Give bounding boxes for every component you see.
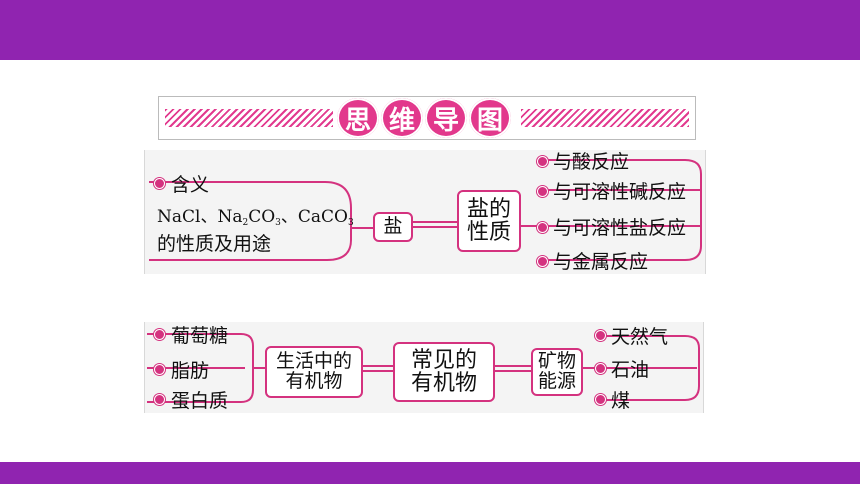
compound-text: NaCl — [157, 207, 201, 227]
node-line: 性质 — [466, 220, 511, 245]
item-petroleum: 石油 — [611, 359, 650, 381]
item-compounds: NaCl、Na2CO3、CaCO3 — [157, 202, 354, 228]
salt-mindmap: 含义 NaCl、Na2CO3、CaCO3 的性质及用途 盐 盐的 性质 与酸反应… — [144, 150, 706, 274]
item-coal: 煤 — [611, 390, 631, 412]
subscript: 3 — [275, 218, 281, 228]
salt-properties-node: 盐的 性质 — [457, 190, 521, 252]
bullet-dot — [154, 364, 165, 375]
mineral-energy-node: 矿物 能源 — [531, 348, 583, 396]
organic-mindmap: 葡萄糖 脂肪 蛋白质 生活中的 有机物 常见的 有机物 矿物 能源 天然气 石油… — [144, 322, 704, 413]
item-protein: 蛋白质 — [171, 390, 229, 412]
node-line: 有机物 — [410, 371, 477, 396]
bullet-dot — [154, 394, 165, 405]
subscript: 2 — [242, 218, 249, 228]
item-properties-uses: 的性质及用途 — [157, 233, 272, 255]
common-organic-node: 常见的 有机物 — [393, 342, 495, 402]
item-glucose: 葡萄糖 — [171, 325, 229, 347]
item-natural-gas: 天然气 — [611, 326, 669, 348]
node-line: 常见的 — [410, 347, 477, 373]
banner-stripes-right — [521, 109, 689, 127]
node-line: 有机物 — [285, 370, 343, 392]
title-char: 思 — [337, 98, 379, 138]
node-line: 盐的 — [466, 196, 511, 222]
top-band — [0, 0, 860, 60]
bullet-dot — [595, 330, 606, 341]
node-line: 生活中的 — [275, 350, 352, 373]
reaction-soluble-salt: 与可溶性盐反应 — [553, 217, 687, 239]
title-banner: 思 维 导 图 — [158, 96, 696, 140]
banner-stripes-left — [165, 109, 333, 127]
compound-text: CO — [248, 207, 276, 227]
bullet-dot — [154, 329, 165, 340]
bullet-dot — [537, 256, 548, 267]
bullet-dot — [595, 394, 606, 405]
title-char: 导 — [425, 98, 467, 138]
reaction-acid: 与酸反应 — [553, 151, 630, 173]
reaction-soluble-base: 与可溶性碱反应 — [553, 181, 687, 203]
compound-text: 、Na — [200, 207, 243, 227]
bottom-band — [0, 462, 860, 484]
bullet-dot — [537, 156, 548, 167]
bullet-dot — [154, 178, 165, 189]
node-line: 矿物 — [537, 350, 576, 373]
node-line: 能源 — [537, 370, 576, 392]
title-circles: 思 维 导 图 — [337, 98, 511, 138]
compound-text: 、CaCO — [280, 207, 348, 227]
bullet-dot — [537, 186, 548, 197]
bullet-dot — [537, 222, 548, 233]
everyday-organic-node: 生活中的 有机物 — [265, 346, 363, 398]
title-char: 维 — [381, 98, 423, 138]
reaction-metal: 与金属反应 — [553, 251, 649, 273]
item-meaning: 含义 — [171, 174, 210, 196]
subscript: 3 — [348, 218, 354, 228]
item-fat: 脂肪 — [171, 360, 210, 382]
bullet-dot — [595, 363, 606, 374]
title-char: 图 — [469, 98, 511, 138]
salt-node: 盐 — [373, 212, 413, 242]
connector-lines — [149, 159, 702, 261]
